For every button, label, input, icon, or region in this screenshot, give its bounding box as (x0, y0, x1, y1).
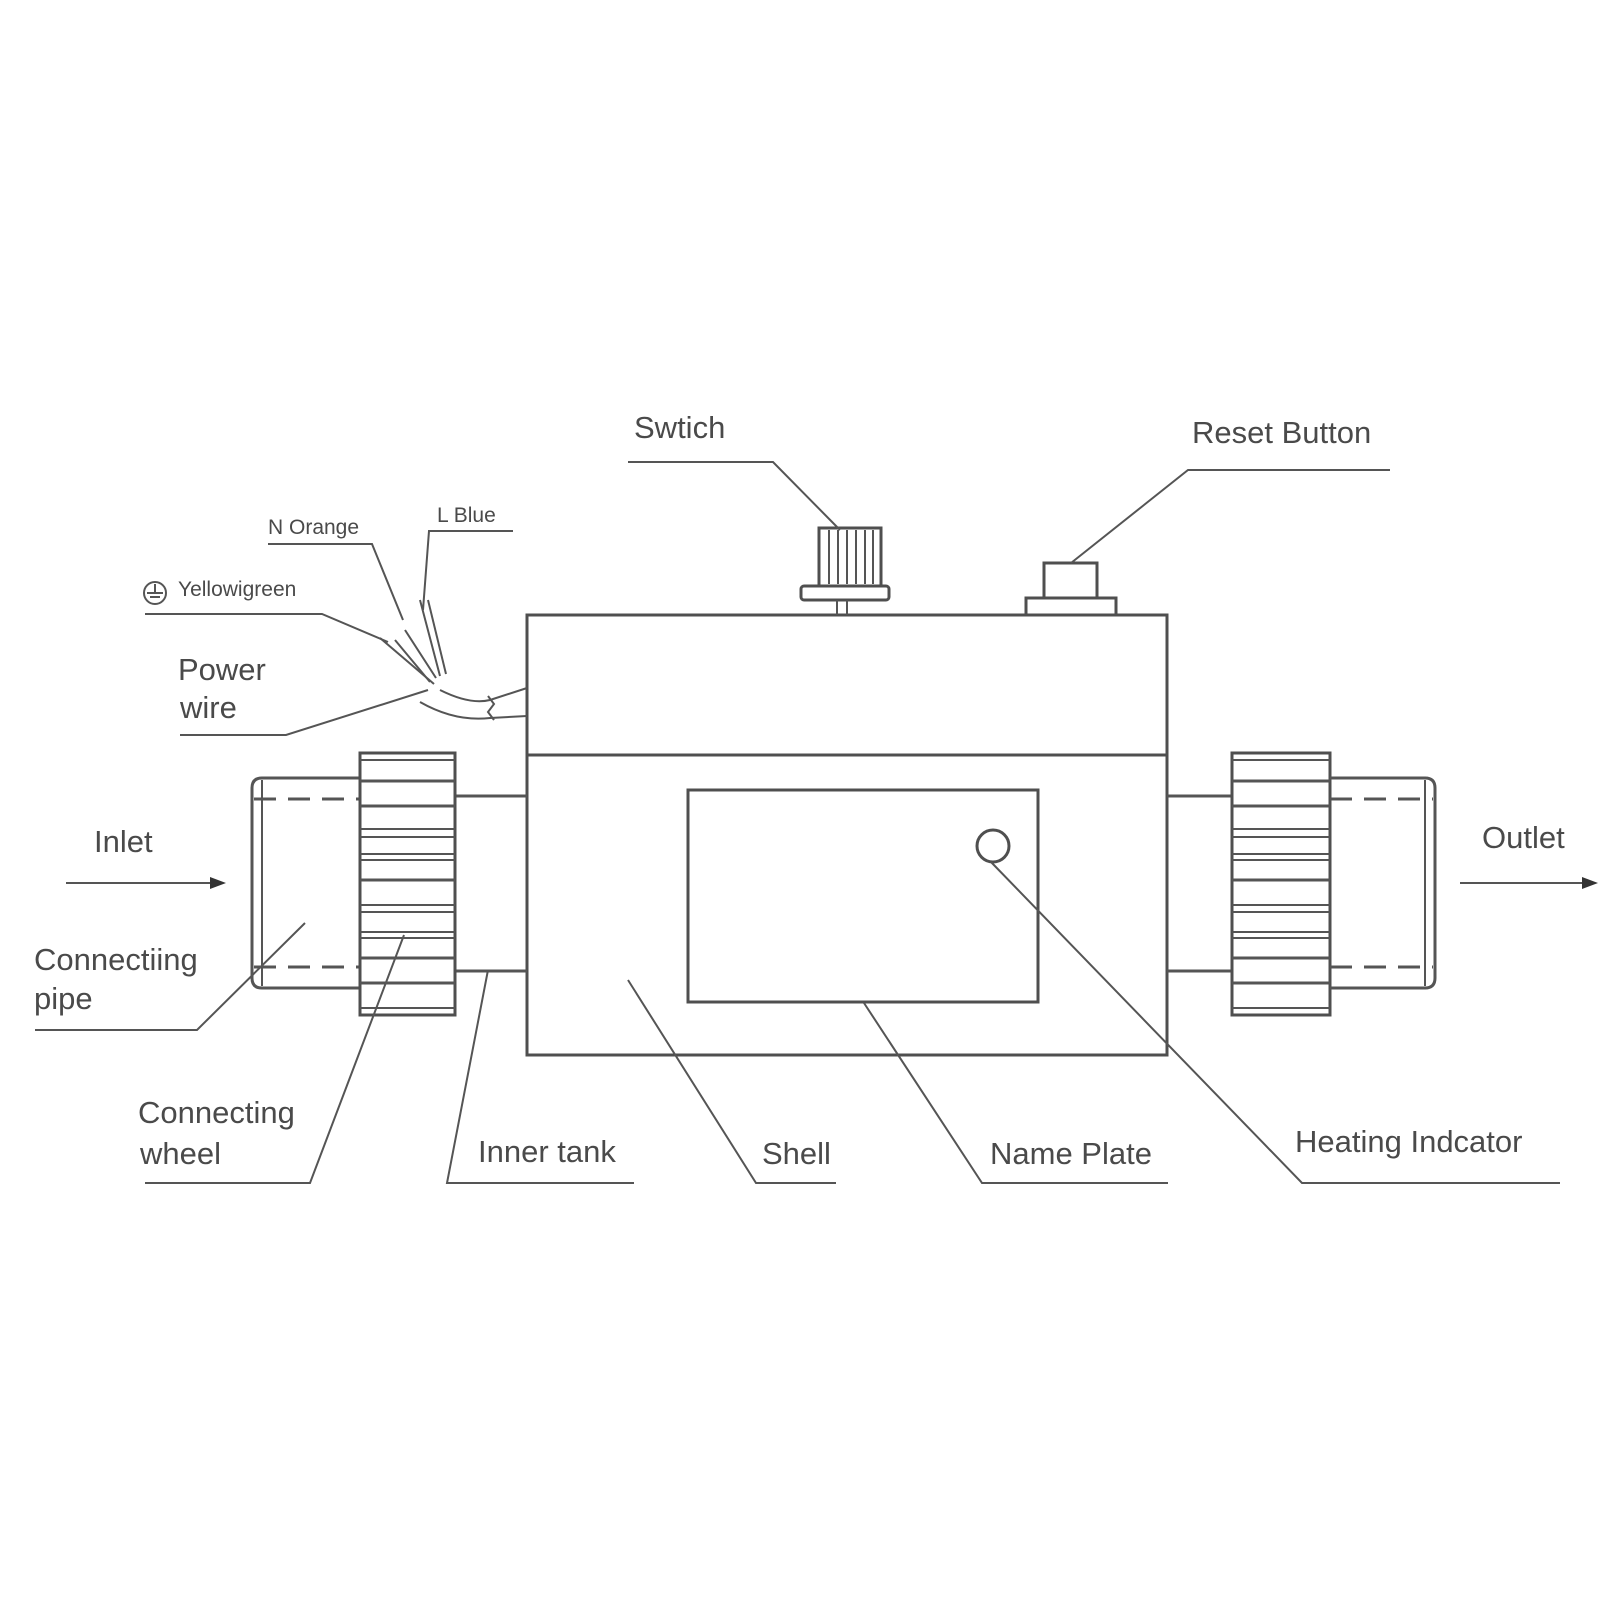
label-connecting-pipe-1: Connectiing (34, 942, 198, 977)
label-shell: Shell (762, 1136, 831, 1171)
control-box (525, 613, 1169, 757)
label-yellowgreen: Yellowigreen (178, 578, 296, 601)
heating-indicator-light (975, 828, 1011, 864)
label-inlet: Inlet (94, 824, 153, 859)
label-reset-button: Reset Button (1192, 415, 1371, 450)
label-heating-indicator: Heating Indcator (1295, 1124, 1522, 1159)
label-name-plate: Name Plate (990, 1136, 1152, 1171)
label-outlet: Outlet (1482, 820, 1565, 855)
label-connecting-pipe-2: pipe (34, 981, 93, 1016)
label-l-blue: L Blue (437, 504, 496, 527)
right-connecting-pipe (1330, 776, 1437, 990)
left-connecting-pipe (250, 776, 360, 990)
ground-symbol-icon (143, 581, 167, 605)
label-switch: Swtich (634, 410, 725, 445)
reset-button-part (1024, 561, 1118, 617)
label-power-wire-2: wire (179, 690, 237, 725)
power-wire-cable (379, 599, 528, 721)
outlet-arrow-icon (1460, 877, 1598, 889)
label-power-wire-1: Power (178, 652, 266, 687)
label-connecting-wheel-1: Connecting (138, 1095, 295, 1130)
label-inner-tank: Inner tank (478, 1134, 616, 1169)
leader-lines (35, 461, 1560, 1184)
label-n-orange: N Orange (268, 516, 359, 539)
left-connecting-wheel (358, 751, 457, 1017)
right-connecting-wheel (1230, 751, 1332, 1017)
label-connecting-wheel-2: wheel (139, 1136, 221, 1171)
inlet-arrow-icon (66, 877, 226, 889)
name-plate (686, 788, 1040, 1004)
switch-knob (799, 526, 891, 615)
